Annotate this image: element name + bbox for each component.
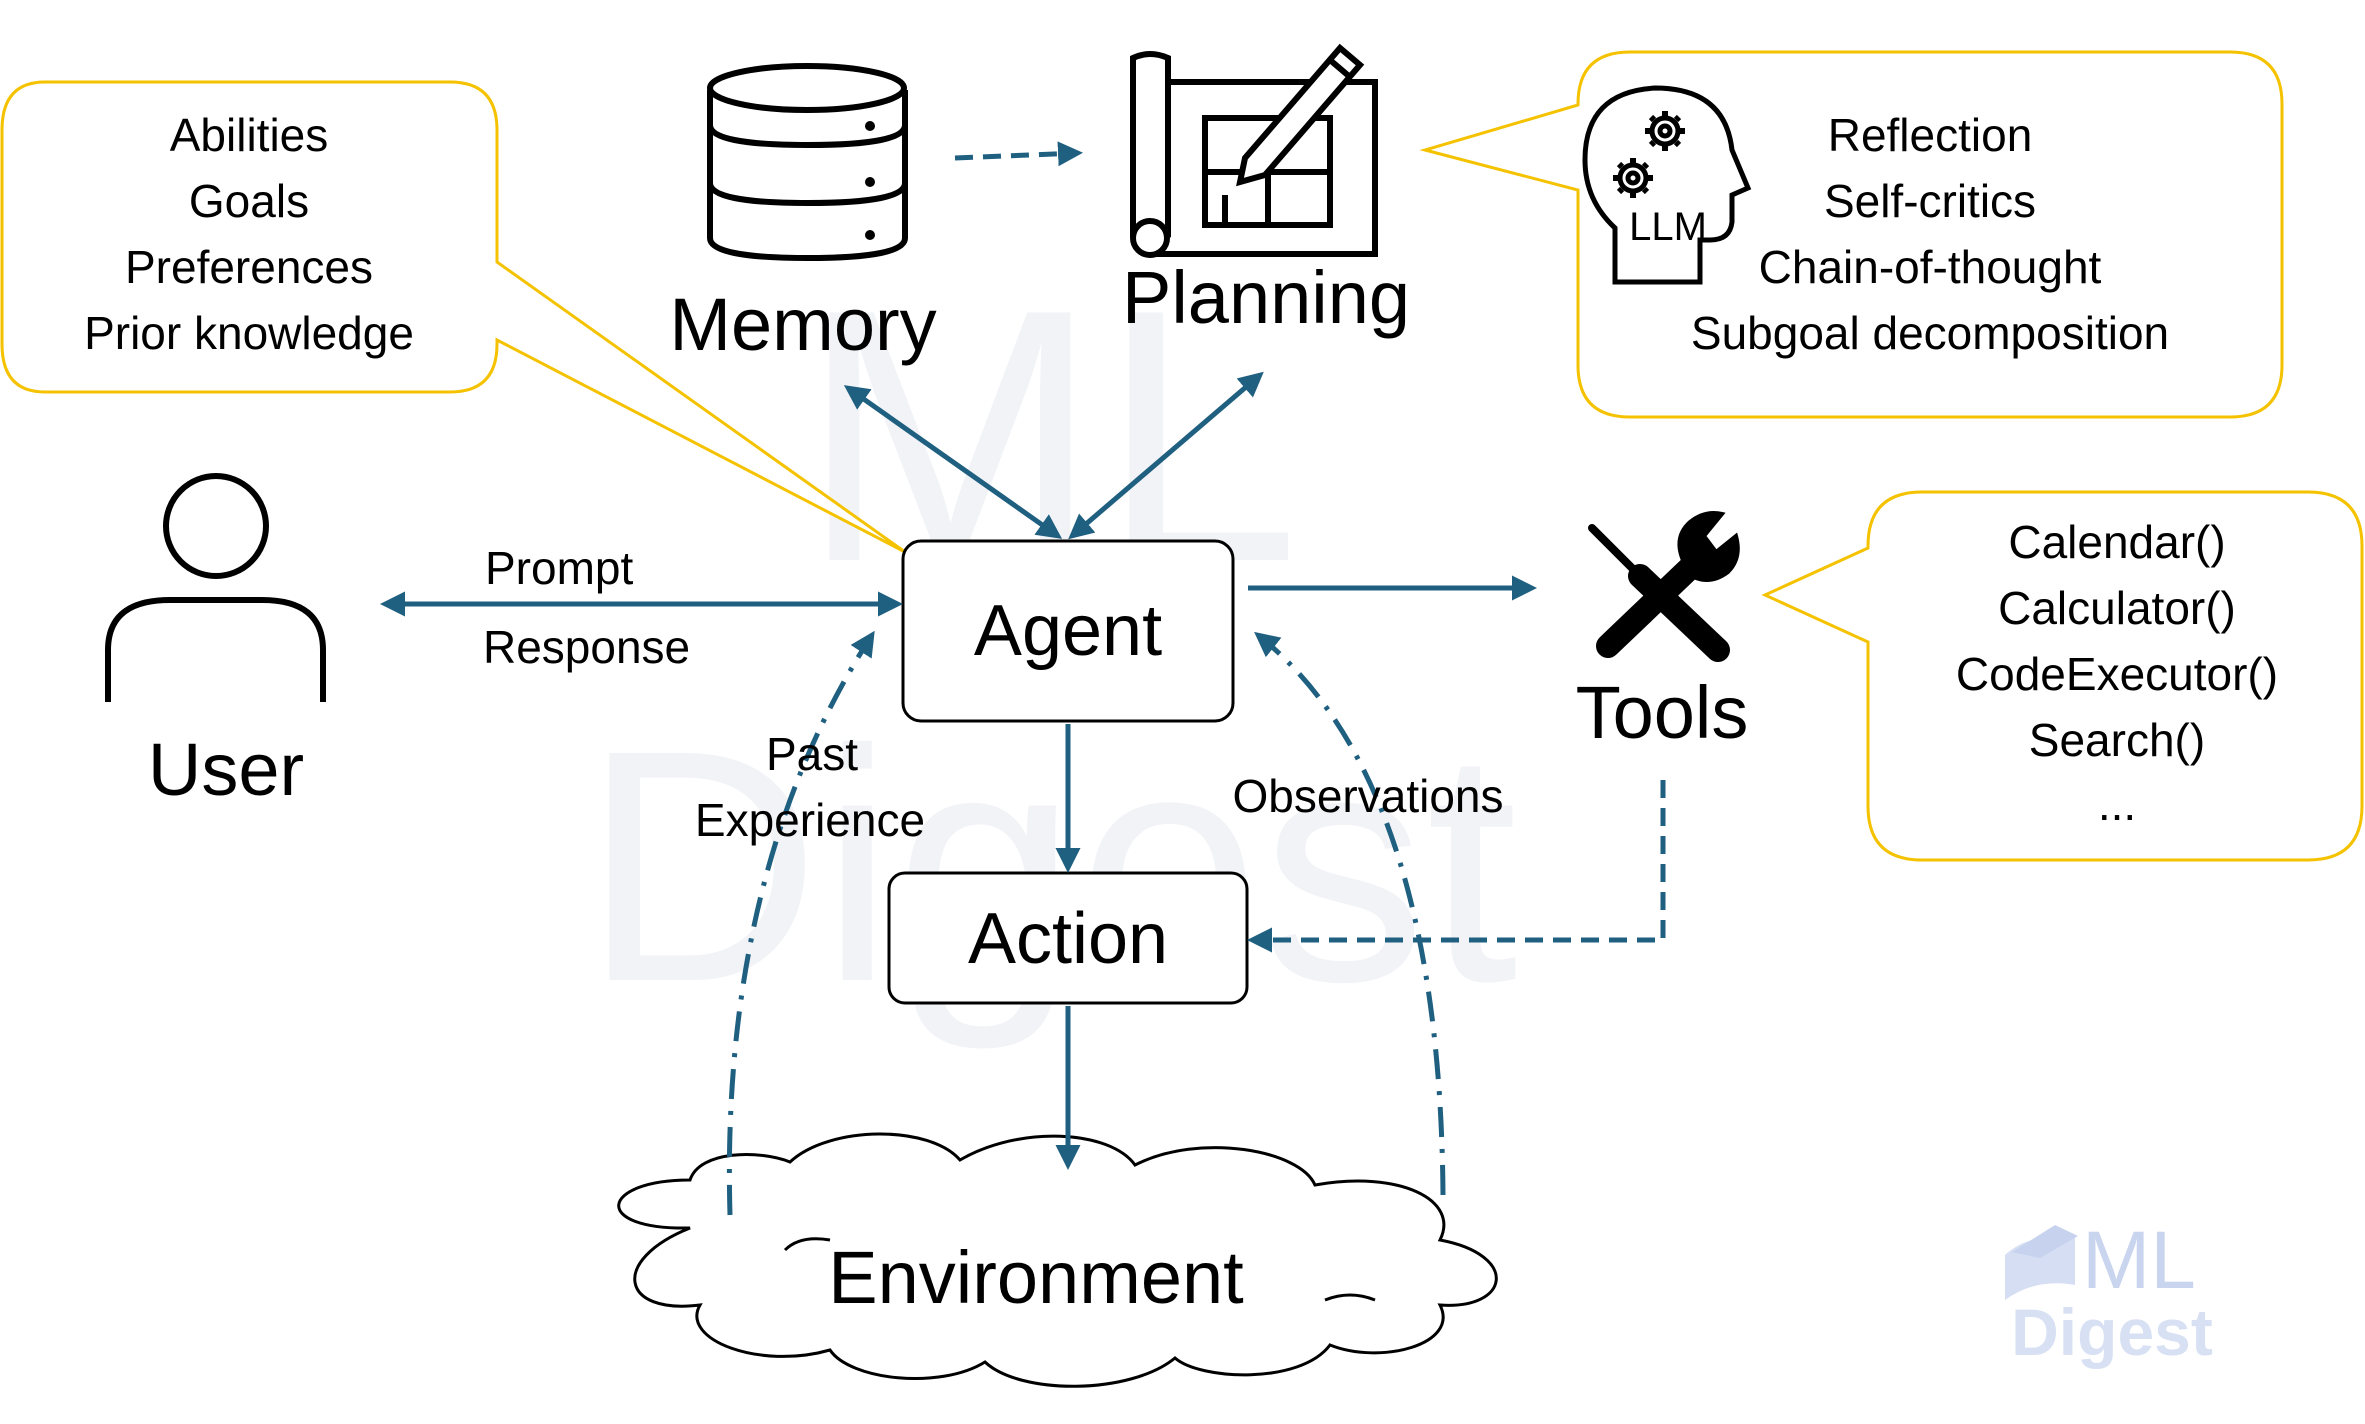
logo-digest-text: Digest <box>2011 1295 2213 1369</box>
agent-label: Agent <box>974 591 1162 671</box>
planning-item-3: Subgoal decomposition <box>1691 307 2169 359</box>
head-gears-icon <box>1582 85 1752 285</box>
tool-item-0: Calendar() <box>2008 516 2225 568</box>
logo-ml-text: ML <box>2082 1215 2196 1306</box>
tools-to-action-arrow <box>1247 780 1666 953</box>
tool-item-1: Calculator() <box>1998 582 2236 634</box>
book-icon <box>2005 1225 2078 1300</box>
profile-item-3: Prior knowledge <box>84 307 414 359</box>
llm-icon-label: LLM <box>1629 205 1707 249</box>
blueprint-pencil-icon <box>1130 43 1378 258</box>
profile-item-1: Goals <box>189 175 309 227</box>
planning-label: Planning <box>1122 256 1410 339</box>
database-icon <box>707 63 908 262</box>
environment-label: Environment <box>828 1236 1244 1319</box>
experience-label: Experience <box>695 794 925 846</box>
past-label: Past <box>766 728 858 780</box>
planning-item-0: Reflection <box>1828 109 2033 161</box>
tool-item-4: ... <box>2098 778 2136 830</box>
planning-item-2: Chain-of-thought <box>1759 241 2102 293</box>
tool-item-3: Search() <box>2029 714 2205 766</box>
profile-item-0: Abilities <box>170 109 329 161</box>
profile-item-2: Preferences <box>125 241 373 293</box>
tool-item-2: CodeExecutor() <box>1956 648 2278 700</box>
memory-agent-arrow <box>843 385 1063 539</box>
user-icon <box>105 473 326 702</box>
observations-arrow <box>1254 631 1446 1196</box>
observations-label: Observations <box>1232 770 1503 822</box>
past-experience-arrow <box>726 630 875 1216</box>
agent-box <box>901 539 1235 723</box>
prompt-label: Prompt <box>485 542 633 594</box>
environment-cloud <box>617 1132 1498 1388</box>
action-label: Action <box>968 899 1168 979</box>
tools-callout: Calendar() Calculator() CodeExecutor() S… <box>1761 490 2364 862</box>
user-label: User <box>148 728 304 811</box>
response-label: Response <box>483 621 690 673</box>
memory-label: Memory <box>669 283 936 366</box>
planning-callout: LLM Reflection Self-critics Chain-of-tho… <box>1419 50 2284 419</box>
memory-to-planning-arrow <box>954 141 1083 167</box>
wrench-screwdriver-icon <box>1588 511 1740 662</box>
planning-item-1: Self-critics <box>1824 175 2036 227</box>
planning-agent-arrow <box>1068 371 1264 540</box>
ml-digest-logo: ML Digest <box>2005 1215 2213 1369</box>
profile-callout: Abilities Goals Preferences Prior knowle… <box>0 80 906 554</box>
tools-label: Tools <box>1576 671 1749 754</box>
